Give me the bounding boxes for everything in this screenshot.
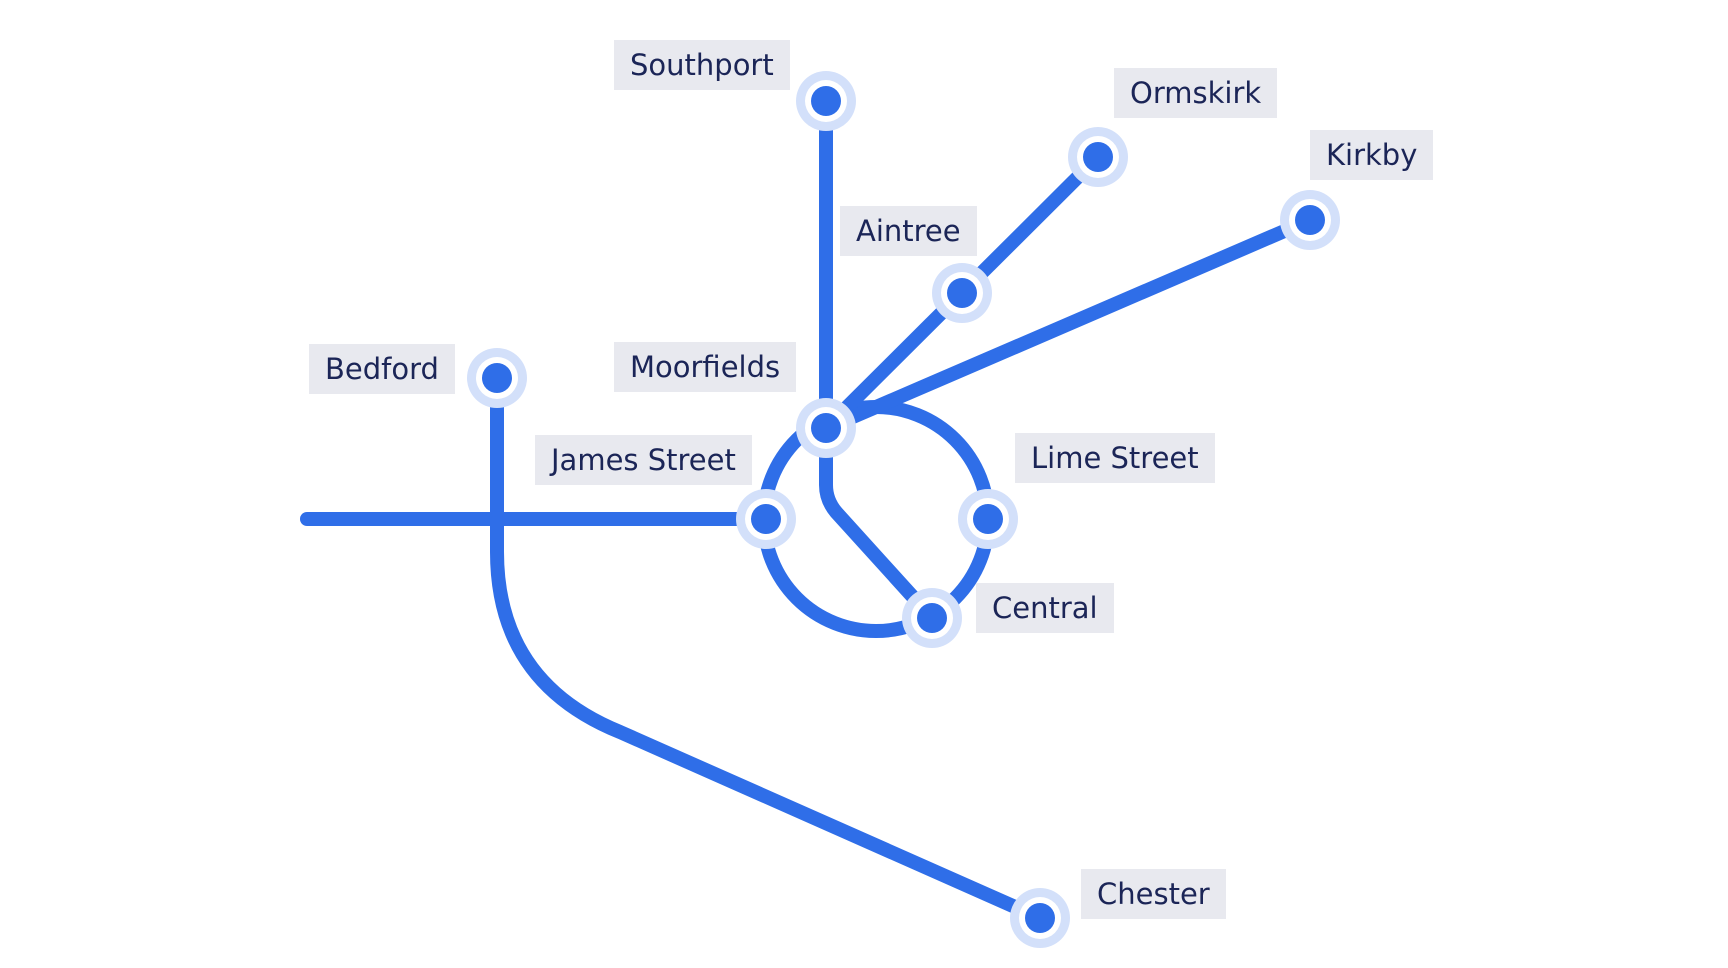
- station-moorfields-marker[interactable]: [796, 398, 856, 458]
- station-label-bedford[interactable]: Bedford: [309, 344, 455, 394]
- station-label-southport[interactable]: Southport: [614, 40, 790, 90]
- station-label-moorfields[interactable]: Moorfields: [614, 342, 797, 392]
- station-kirkby-marker[interactable]: [1280, 190, 1340, 250]
- city-loop-line: [757, 400, 995, 638]
- station-chester-marker[interactable]: [1010, 888, 1070, 948]
- station-southport-marker[interactable]: [796, 71, 856, 131]
- southport-line: [819, 94, 939, 625]
- station-label-ormskirk[interactable]: Ormskirk: [1114, 68, 1278, 118]
- station-label-chester[interactable]: Chester: [1081, 869, 1226, 919]
- station-lime-street-marker[interactable]: [958, 489, 1018, 549]
- bedford-chester-line: [490, 371, 1047, 925]
- station-aintree-marker[interactable]: [932, 263, 992, 323]
- station-label-aintree[interactable]: Aintree: [840, 206, 977, 256]
- station-label-central[interactable]: Central: [976, 583, 1114, 633]
- station-label-lime-street[interactable]: Lime Street: [1015, 433, 1215, 483]
- station-james-street-marker[interactable]: [736, 489, 796, 549]
- station-central-marker[interactable]: [902, 588, 962, 648]
- station-label-james-street[interactable]: James Street: [535, 435, 752, 485]
- station-ormskirk-marker[interactable]: [1068, 127, 1128, 187]
- station-bedford-marker[interactable]: [467, 348, 527, 408]
- station-label-kirkby[interactable]: Kirkby: [1310, 130, 1434, 180]
- kirkby-line: [825, 213, 1317, 433]
